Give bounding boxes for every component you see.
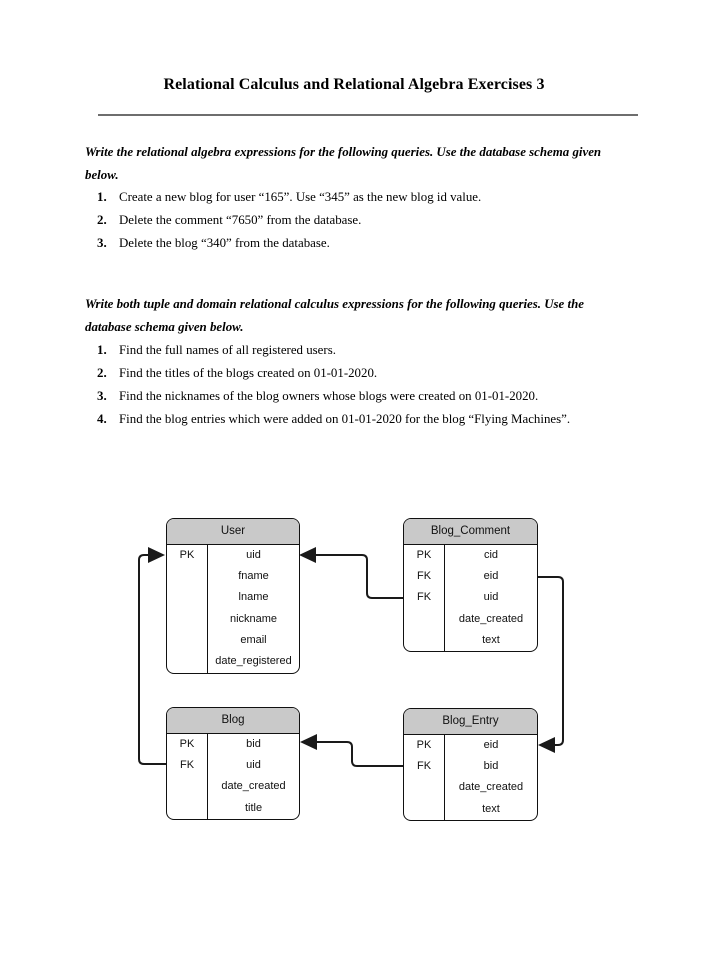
entity-cell-field: bid (483, 759, 499, 772)
entity-cell-key (167, 651, 207, 672)
connector-blogentry-bid-to-blog-bid (315, 741, 403, 767)
list-item: 3. Find the nicknames of the blog owners… (97, 385, 642, 408)
list-item-text: Delete the blog “340” from the database. (119, 236, 330, 250)
entity-cell-field: fname (238, 569, 269, 582)
list-item-text: Find the titles of the blogs created on … (119, 366, 378, 380)
entity-cell-field: cid (483, 548, 499, 561)
entity-cell-key: FK (416, 569, 432, 582)
title-divider (98, 114, 638, 116)
entity-cell-field: date_created (458, 612, 524, 625)
entity-blog-entry-title: Blog_Entry (404, 709, 537, 735)
entity-cell-field: eid (483, 738, 499, 751)
entity-cell-key (404, 609, 444, 630)
list-item: 1. Create a new blog for user “165”. Use… (97, 186, 642, 209)
entity-user-field-column: uid fname lname nickname email date_regi… (208, 545, 299, 673)
entity-cell-key: FK (416, 759, 432, 772)
entity-cell-key (167, 630, 207, 651)
page-title: Relational Calculus and Relational Algeb… (163, 76, 545, 93)
entity-cell-field: eid (483, 569, 499, 582)
entity-blog-comment-field-column: cid eid uid date_created text (445, 545, 537, 652)
list-item: 2. Delete the comment “7650” from the da… (97, 209, 642, 232)
entity-blog-title: Blog (167, 708, 299, 734)
entity-cell-field: date_created (221, 780, 286, 793)
list-item-text: Create a new blog for user “165”. Use “3… (119, 190, 482, 204)
entity-cell-field: text (482, 802, 500, 815)
entity-cell-key (167, 587, 207, 608)
list-item-number: 2. (97, 366, 107, 380)
entity-blog-comment-title: Blog_Comment (404, 519, 537, 545)
section-2-list: 1. Find the full names of all registered… (97, 339, 642, 431)
section-1-list: 1. Create a new blog for user “165”. Use… (97, 186, 642, 255)
entity-user-title: User (167, 519, 299, 545)
list-item-number: 1. (97, 190, 107, 204)
list-item-number: 3. (97, 236, 107, 250)
entity-cell-field: bid (246, 737, 261, 750)
entity-cell-field: uid (246, 758, 261, 771)
list-item-number: 2. (97, 213, 107, 227)
entity-blog-entry-field-column: eid bid date_created text (445, 735, 537, 821)
entity-cell-field: text (482, 634, 500, 647)
list-item-number: 4. (97, 412, 107, 426)
arrowhead-into-user-uid (299, 547, 316, 563)
entity-cell-key (404, 630, 444, 651)
entity-cell-field: date_created (458, 781, 524, 794)
entity-cell-key: PK (416, 738, 432, 751)
entity-cell-field: lname (238, 591, 269, 604)
entity-user: User PK uid fname lname nickname email d… (166, 518, 300, 674)
entity-user-key-column: PK (167, 544, 208, 673)
list-item: 1. Find the full names of all registered… (97, 339, 642, 362)
entity-cell-field: nickname (229, 612, 278, 625)
entity-blog-key-column: PK FK (167, 733, 208, 820)
entity-cell-field: uid (246, 548, 261, 561)
entity-cell-key (404, 777, 444, 798)
arrowhead-into-blog-bid (300, 734, 317, 750)
list-item-text: Find the blog entries which were added o… (119, 412, 571, 426)
section-2-prompt: Write both tuple and domain relational c… (85, 297, 584, 334)
entity-cell-field: date_registered (215, 655, 292, 668)
arrowhead-into-blogentry-eid (538, 737, 555, 753)
entity-blog: Blog PK FK bid uid date_created title (166, 707, 300, 821)
entity-cell-field: email (240, 634, 267, 647)
entity-blog-field-column: bid uid date_created title (208, 734, 299, 820)
entity-cell-key (167, 798, 207, 819)
entity-cell-key (167, 776, 207, 797)
entity-cell-key: PK (179, 548, 195, 561)
entity-cell-field: uid (483, 591, 499, 604)
entity-blog-comment: Blog_Comment PK FK FK cid eid uid date_c… (403, 518, 538, 653)
entity-cell-key: PK (416, 548, 432, 561)
entity-cell-key: FK (416, 591, 432, 604)
list-item-number: 3. (97, 389, 107, 403)
section-1-prompt: Write the relational algebra expressions… (85, 145, 602, 182)
list-item: 2. Find the titles of the blogs created … (97, 362, 642, 385)
connector-blogcomment-eid-to-blogentry-eid (536, 576, 564, 746)
connector-blog-uid-to-user-pk (138, 554, 166, 765)
entity-cell-key (404, 799, 444, 820)
list-item-text: Find the nicknames of the blog owners wh… (119, 389, 539, 403)
entity-cell-key: FK (179, 758, 195, 771)
list-item: 4. Find the blog entries which were adde… (97, 408, 642, 431)
list-item-number: 1. (97, 343, 107, 357)
arrowhead-into-user-pk (148, 547, 165, 563)
entity-cell-key (167, 609, 207, 630)
list-item-text: Delete the comment “7650” from the datab… (119, 213, 362, 227)
entity-blog-entry: Blog_Entry PK FK eid bid date_created te… (403, 708, 538, 822)
connector-blogcomment-uid-to-user-uid (314, 554, 403, 599)
entity-cell-key: PK (179, 737, 195, 750)
entity-cell-key (167, 566, 207, 587)
list-item: 3. Delete the blog “340” from the databa… (97, 232, 642, 255)
entity-blog-comment-key-column: PK FK FK (404, 544, 445, 652)
entity-blog-entry-key-column: PK FK (404, 734, 445, 821)
entity-cell-field: title (244, 801, 263, 814)
list-item-text: Find the full names of all registered us… (119, 343, 336, 357)
